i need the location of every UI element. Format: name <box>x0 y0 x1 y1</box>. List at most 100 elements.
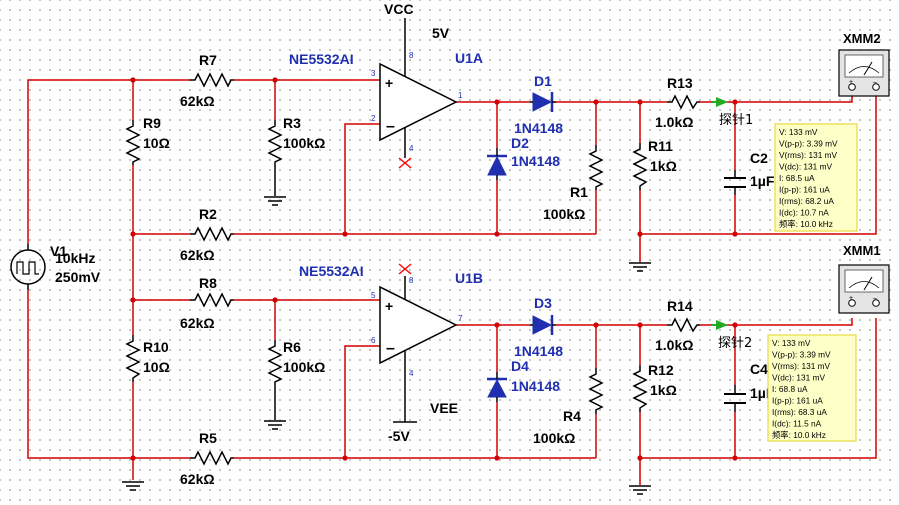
opamp-u1a[interactable]: + – 8 3 2 4 1 NE5532AI U1A <box>289 18 483 169</box>
source-v1[interactable]: V1 10kHz 250mV <box>10 243 101 290</box>
svg-text:+: + <box>849 295 853 302</box>
xmm1-ref: XMM1 <box>843 243 881 258</box>
r8-ref: R8 <box>199 275 217 291</box>
resistor-r7[interactable]: R7 62kΩ <box>180 52 234 109</box>
vee-label: VEE <box>430 400 458 416</box>
ground-icon <box>629 262 651 272</box>
r3-value: 100kΩ <box>283 135 325 151</box>
probe-1-label: 探针1 <box>719 113 753 128</box>
resistor-r11[interactable]: R11 1kΩ <box>632 138 677 190</box>
resistor-r5[interactable]: R5 62kΩ <box>180 430 234 487</box>
vcc-supply[interactable]: VCC 5V <box>384 1 450 41</box>
vcc-value: 5V <box>432 25 450 41</box>
multimeter-xmm1[interactable]: XMM1 + – <box>838 243 890 314</box>
r12-ref: R12 <box>648 362 674 378</box>
capacitor-c2[interactable]: C2 1µF <box>724 150 775 195</box>
r12-value: 1kΩ <box>650 382 677 398</box>
readout-line: I: 68.5 uA <box>779 173 815 183</box>
d2-ref: D2 <box>511 135 529 151</box>
readout-line: V(p-p): 3.39 mV <box>772 350 831 360</box>
wires <box>27 79 877 485</box>
resistor-r4[interactable]: R4 100kΩ <box>533 368 604 446</box>
probe-2-readout: V: 133 mV V(p-p): 3.39 mV V(rms): 131 mV… <box>767 334 857 442</box>
r9-ref: R9 <box>143 115 161 131</box>
d1-ref: D1 <box>534 73 552 89</box>
resistor-r8[interactable]: R8 62kΩ <box>180 275 234 331</box>
d4-ref: D4 <box>511 358 529 374</box>
diode-d3[interactable]: D3 1N4148 <box>514 295 563 359</box>
r9-value: 10Ω <box>143 135 170 151</box>
readout-line: 频率: 10.0 kHz <box>772 430 826 440</box>
readout-line: I(rms): 68.2 uA <box>779 196 834 206</box>
vcc-label: VCC <box>384 1 414 17</box>
u1a-part: NE5532AI <box>289 51 354 67</box>
ground-icon <box>264 420 286 430</box>
junctions <box>130 77 738 461</box>
u1a-ref: U1A <box>455 50 483 66</box>
r13-value: 1.0kΩ <box>655 114 693 130</box>
readout-line: V(rms): 131 mV <box>772 361 831 371</box>
u1b-pin-vcc: 8 <box>409 276 414 285</box>
d2-part: 1N4148 <box>511 153 560 169</box>
readout-line: 频率: 10.0 kHz <box>779 219 833 229</box>
v1-frequency: 10kHz <box>55 250 95 266</box>
u1a-pin-inminus: 2 <box>371 114 376 123</box>
wire-source-top <box>27 79 133 244</box>
r6-value: 100kΩ <box>283 359 325 375</box>
r2-value: 62kΩ <box>180 247 215 263</box>
vee-value: -5V <box>388 428 410 444</box>
resistor-r10[interactable]: R10 10Ω <box>125 335 170 382</box>
r7-value: 62kΩ <box>180 93 215 109</box>
v1-ref: V1 <box>50 243 67 259</box>
multimeter-xmm2[interactable]: XMM2 + – <box>838 31 890 97</box>
u1b-pin-inplus: 5 <box>371 291 376 300</box>
r13-ref: R13 <box>667 75 693 91</box>
r4-ref: R4 <box>563 408 581 424</box>
capacitor-c4[interactable]: C4 1µF <box>724 361 775 412</box>
u1a-pin-out: 1 <box>458 91 463 100</box>
resistor-r9[interactable]: R9 10Ω <box>125 115 170 165</box>
diode-d1[interactable]: D1 1N4148 <box>514 73 563 136</box>
resistor-r13[interactable]: R13 1.0kΩ <box>655 75 700 130</box>
u1a-pin-vee: 4 <box>409 144 414 153</box>
readout-line: I: 68.8 uA <box>772 384 808 394</box>
readout-line: I(dc): 10.7 nA <box>779 208 829 218</box>
wire-inminus-u1b <box>344 345 380 458</box>
readout-line: V(rms): 131 mV <box>779 150 838 160</box>
probe-2[interactable]: 探针2 <box>712 320 752 351</box>
resistor-r1[interactable]: R1 100kΩ <box>543 145 604 222</box>
v1-amplitude: 250mV <box>55 269 101 285</box>
u1b-pin-inminus: 6 <box>371 336 376 345</box>
readout-line: V: 133 mV <box>779 127 818 137</box>
wire-meter1-return <box>734 318 877 459</box>
probe-1[interactable]: 探针1 <box>712 97 753 128</box>
readout-line: V: 133 mV <box>772 338 811 348</box>
r8-value: 62kΩ <box>180 315 215 331</box>
resistor-r3[interactable]: R3 100kΩ <box>267 115 325 196</box>
readout-line: V(p-p): 3.39 mV <box>779 139 838 149</box>
diode-d2[interactable]: D2 1N4148 <box>487 135 560 180</box>
svg-text:–: – <box>873 295 877 302</box>
u1b-pin-out: 7 <box>458 314 463 323</box>
resistor-r12[interactable]: R12 1kΩ <box>632 362 677 412</box>
ground-icon <box>629 485 651 495</box>
c4-ref: C4 <box>750 361 768 377</box>
xmm2-ref: XMM2 <box>843 31 881 46</box>
r5-ref: R5 <box>199 430 217 446</box>
u1b-pin-vee: 4 <box>409 369 414 378</box>
r2-ref: R2 <box>199 206 217 222</box>
ground-icon <box>122 481 144 491</box>
resistor-r6[interactable]: R6 100kΩ <box>267 339 325 420</box>
opamp-u1b[interactable]: + – 8 5 6 4 7 NE5532AI U1B <box>299 263 483 423</box>
vee-supply[interactable]: VEE -5V <box>388 400 458 444</box>
wire-meter1-plus <box>735 318 853 326</box>
resistor-r14[interactable]: R14 1.0kΩ <box>655 298 700 353</box>
resistor-r2[interactable]: R2 62kΩ <box>180 206 234 263</box>
r10-ref: R10 <box>143 339 169 355</box>
diode-d4[interactable]: D4 1N4148 <box>487 358 560 402</box>
u1b-part: NE5532AI <box>299 263 364 279</box>
readout-line: V(dc): 131 mV <box>772 373 825 383</box>
r11-value: 1kΩ <box>650 158 677 174</box>
